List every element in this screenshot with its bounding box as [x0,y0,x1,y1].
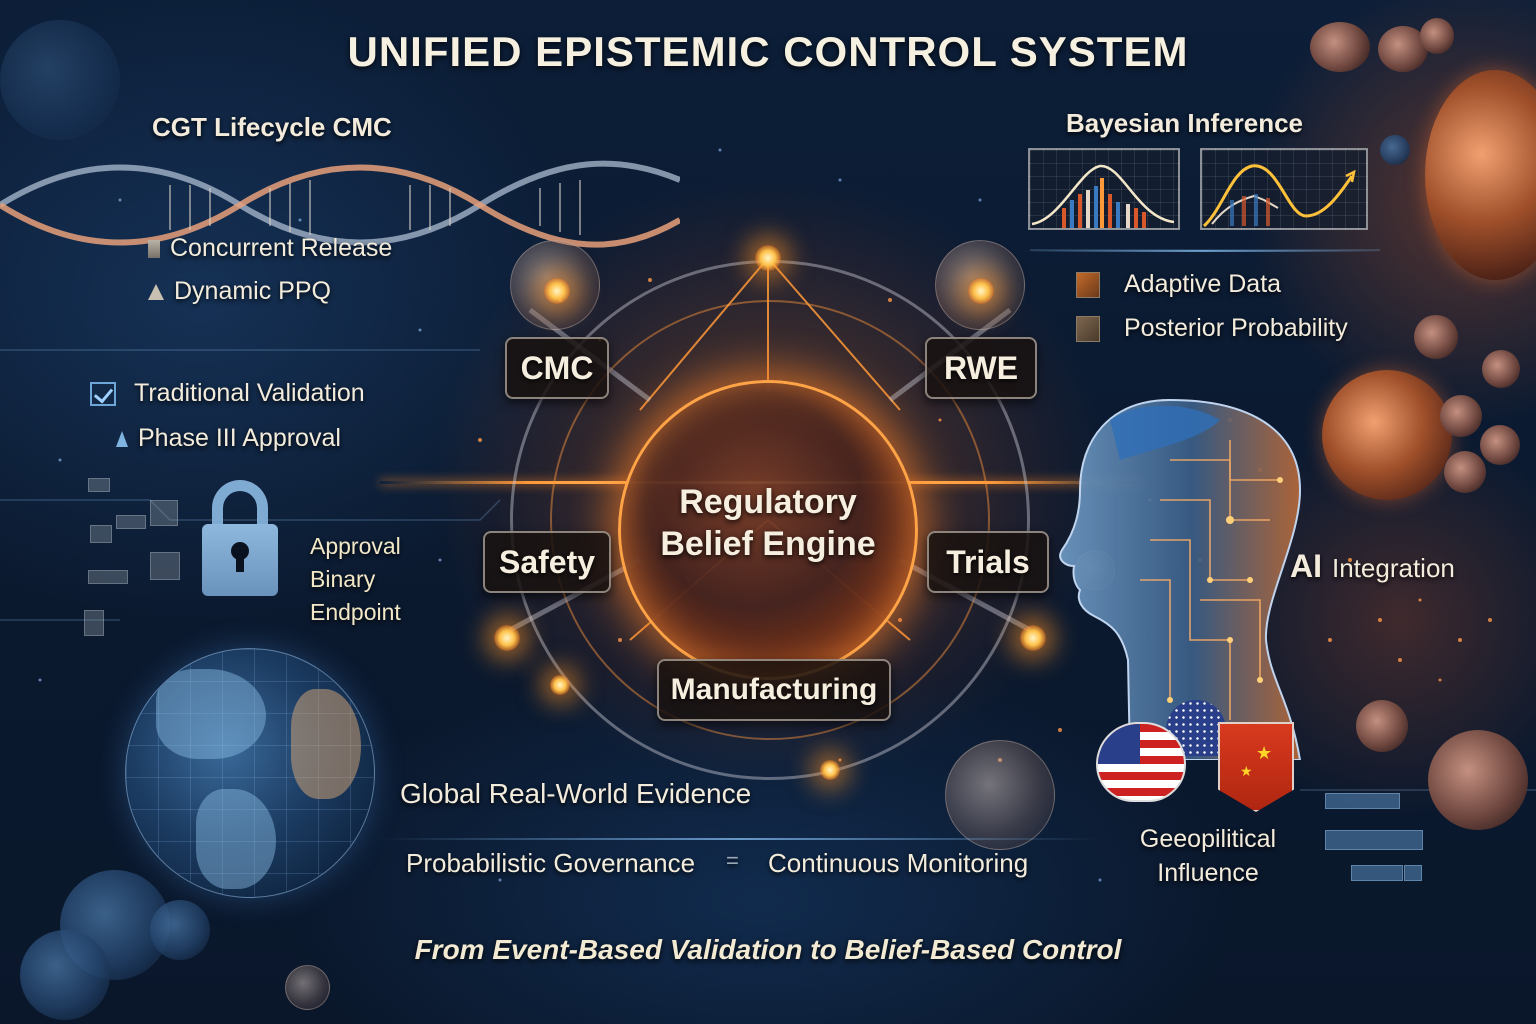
regulatory-belief-engine: Regulatory Belief Engine [470,220,1070,780]
cell-icon [1482,350,1520,388]
cell-icon [285,965,330,1010]
posterior-trend-chart [1200,148,1368,230]
geo-label-line: Influence [1157,859,1259,887]
triangle-bullet-icon [116,430,128,447]
padlock-icon [202,480,278,596]
bar-bullet-icon [148,239,160,258]
equals-separator: = [726,848,739,873]
approval-binary-endpoint-label: Approval Binary Endpoint [310,530,401,629]
page-title: UNIFIED EPISTEMIC CONTROL SYSTEM [347,28,1189,75]
glow-node-icon [494,625,520,651]
item-label: Phase III Approval [138,424,341,452]
node-safety[interactable]: Safety [483,531,611,593]
list-item-adaptive-data: Adaptive Data [1076,270,1281,299]
cell-cluster-icon [1425,70,1536,280]
glow-node-icon [968,278,994,304]
glow-node-icon [544,278,570,304]
geopolitical-influence-label: Geeopilitical Influence [1128,822,1288,890]
ui-block [1351,865,1403,881]
globe-icon [125,648,375,898]
cell-icon [1322,370,1452,500]
list-item-concurrent-release: Concurrent Release [148,234,392,263]
list-item-posterior-probability: Posterior Probability [1076,314,1348,343]
data-panel [84,610,104,636]
probabilistic-governance-label: Probabilistic Governance [406,848,696,878]
data-panel [90,525,112,543]
list-item-traditional-validation: Traditional Validation [90,379,365,408]
lock-label-line: Endpoint [310,599,401,625]
ai-suffix: Integration [1332,553,1455,583]
cell-icon [1444,451,1486,493]
glow-node-icon [755,245,781,271]
bell-curve-icon [1031,164,1175,228]
continuous-monitoring-label: Continuous Monitoring [768,848,1029,878]
cell-icon [1428,730,1528,830]
cell-icon [1356,700,1408,752]
list-item-phase-iii-approval: Phase III Approval [116,424,341,453]
data-panel [150,500,178,526]
geo-label-line: Geeopilitical [1139,825,1277,853]
item-label: Adaptive Data [1124,270,1282,298]
engine-title: Regulatory Belief Engine [621,481,915,565]
data-panel [88,570,128,584]
cell-icon [1480,425,1520,465]
cell-icon [1414,315,1458,359]
engine-title-line: Regulatory [679,483,857,521]
chip-icon [1076,271,1100,298]
dna-helix-icon [0,160,680,248]
divider-line [1022,250,1382,252]
cell-icon [1378,26,1428,72]
belief-engine-orb: Regulatory Belief Engine [618,380,918,680]
list-item-dynamic-ppq: Dynamic PPQ [148,277,331,306]
cell-icon [1440,395,1482,437]
prior-distribution-chart [1028,148,1180,230]
lock-label-line: Approval [310,533,401,559]
cell-icon [150,900,210,960]
cgt-lifecycle-heading: CGT Lifecycle CMC [152,112,392,142]
checkbox-checked-icon [90,381,116,406]
wave-curve-icon [1202,164,1356,228]
orbit-ring [550,300,990,740]
ai-head-icon [1059,398,1302,760]
node-cmc[interactable]: CMC [505,337,609,399]
bayesian-inference-heading: Bayesian Inference [1066,108,1304,138]
ui-block [1325,793,1400,809]
node-trials[interactable]: Trials [927,531,1049,593]
engine-title-line: Belief Engine [660,525,876,563]
ui-block [1325,830,1423,850]
cell-icon [1310,22,1370,72]
node-manufacturing[interactable]: Manufacturing [657,659,891,721]
glow-node-icon [1020,625,1046,651]
data-panel [116,515,146,529]
ai-prefix: AI [1290,548,1322,584]
tagline: From Event-Based Validation to Belief-Ba… [414,934,1122,965]
global-rwe-label: Global Real-World Evidence [400,778,752,809]
sphere-icon [945,740,1055,850]
cell-icon [1420,18,1454,54]
china-flag-icon: ★ ★ [1218,722,1294,812]
glow-node-icon [820,760,840,780]
chip-icon [1076,315,1100,342]
item-label: Concurrent Release [170,234,393,262]
item-label: Dynamic PPQ [174,277,331,305]
cell-icon [1380,135,1410,165]
item-label: Posterior Probability [1124,314,1348,342]
node-rwe[interactable]: RWE [925,337,1037,399]
glow-node-icon [550,675,570,695]
ai-integration-label: AI Integration [1290,548,1455,585]
triangle-bullet-icon [148,283,164,300]
data-panel [88,478,110,492]
data-panel [150,552,180,580]
ui-block [1404,865,1422,881]
cell-icon [0,20,120,140]
cell-icon [20,930,110,1020]
lock-label-line: Binary [310,566,376,592]
us-flag-icon [1096,722,1186,802]
divider-line [380,838,1100,840]
item-label: Traditional Validation [134,379,365,407]
